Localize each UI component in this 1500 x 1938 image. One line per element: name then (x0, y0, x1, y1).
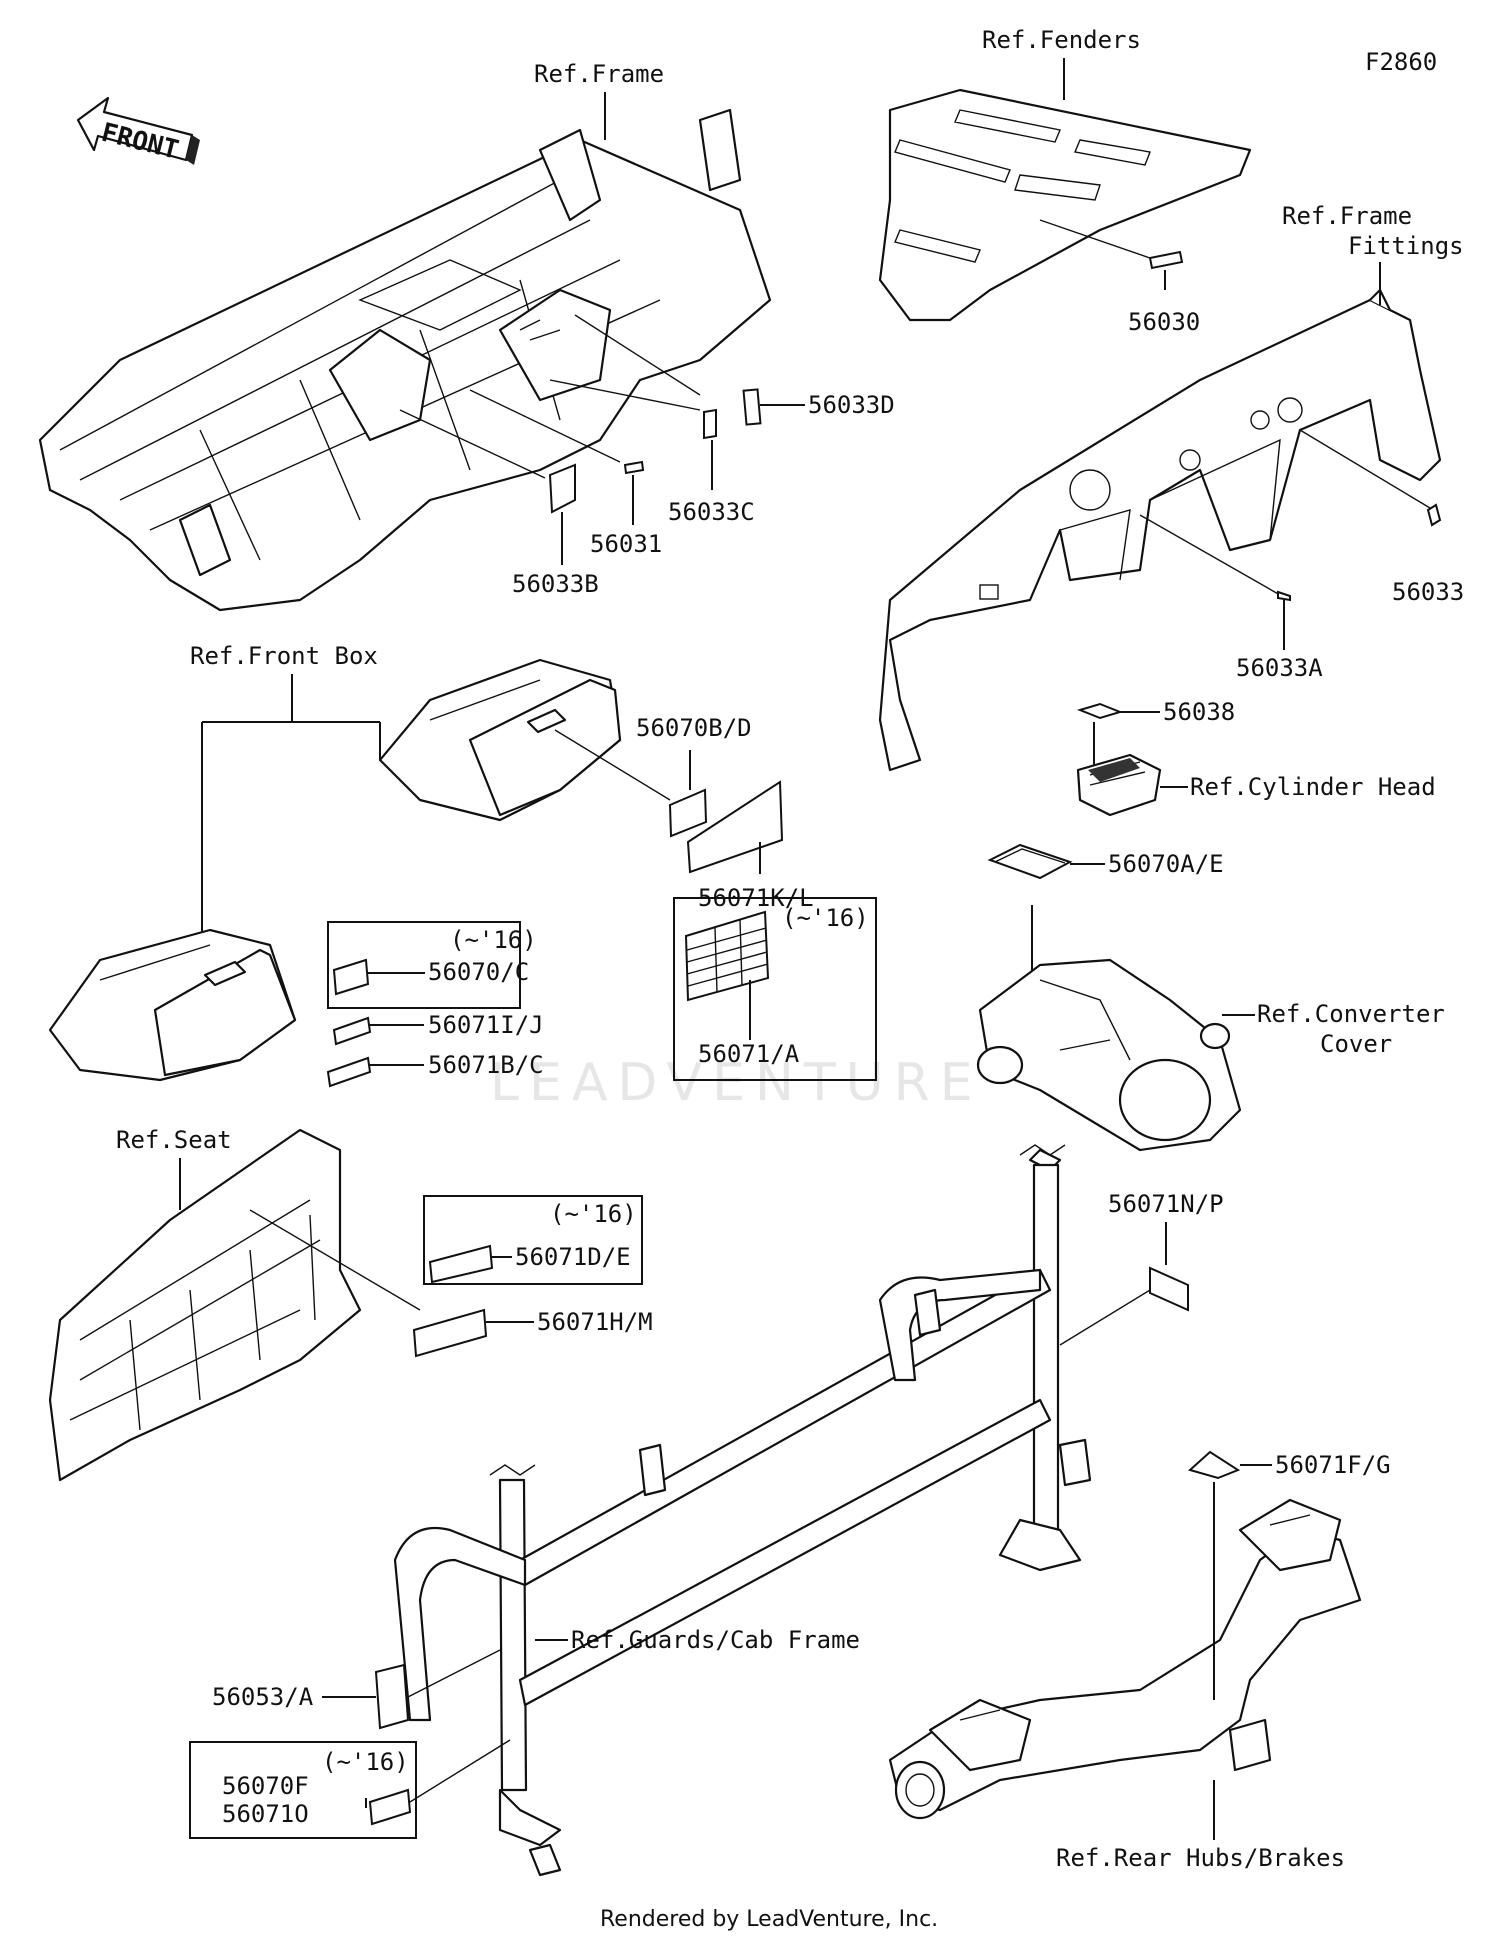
decal-56070A-E (987, 843, 1073, 880)
decal-56071H-M (412, 1308, 488, 1358)
converter-cover-illustration (976, 958, 1242, 1152)
diagram-id: F2860 (1365, 48, 1437, 76)
decal-56033C (703, 408, 717, 440)
part-56071D-E-label: 56071D/E (515, 1243, 631, 1271)
part-56030-label: 56030 (1128, 308, 1200, 336)
ref-seat-label: Ref.Seat (116, 1126, 232, 1154)
decal-56070-C (332, 958, 370, 996)
note-n4-label: (~'16) (322, 1748, 409, 1776)
note-n2-label: (~'16) (782, 904, 869, 932)
note-n1-label: (~'16) (450, 926, 537, 954)
fender-illustration (878, 88, 1252, 322)
decal-56071F-G (1187, 1450, 1241, 1480)
part-56070F-label: 56070F (222, 1772, 309, 1800)
decal-56071N-P (1149, 1266, 1189, 1312)
part-56071O-label: 56071O (222, 1800, 309, 1828)
ref-converter-cover-label-1: Ref.Converter (1257, 1000, 1445, 1028)
ref-front-box-label: Ref.Front Box (190, 642, 378, 670)
front-arrow-icon: FRONT (76, 96, 200, 166)
part-56071H-M-label: 56071H/M (537, 1308, 653, 1336)
note-box-56071A (673, 897, 877, 1081)
decal-56033A (1277, 590, 1291, 602)
seat-illustration (48, 1128, 362, 1482)
decal-56071D-E (428, 1244, 494, 1284)
cab-frame-illustration (393, 1144, 1092, 1877)
decal-56030 (1148, 250, 1184, 270)
frame-fittings-illustration (878, 288, 1442, 772)
note-box-56070F-56071O (189, 1741, 417, 1839)
decal-56071K-L (686, 780, 784, 874)
decal-56033 (1426, 503, 1442, 527)
part-56071B-C-label: 56071B/C (428, 1051, 544, 1079)
part-56033D-label: 56033D (808, 391, 895, 419)
decal-56071-A (684, 910, 770, 1002)
note-n3-label: (~'16) (550, 1200, 637, 1228)
part-56033B-label: 56033B (512, 570, 599, 598)
part-56031-label: 56031 (590, 530, 662, 558)
part-56070-C-label: 56070/C (428, 958, 529, 986)
decal-56070F-56071O (368, 1788, 412, 1826)
ref-rear-hubs-brakes-label: Ref.Rear Hubs/Brakes (1056, 1844, 1345, 1872)
decal-56033B (548, 463, 576, 514)
ref-converter-cover-label-2: Cover (1320, 1030, 1392, 1058)
ref-guards-cab-frame-label: Ref.Guards/Cab Frame (571, 1626, 860, 1654)
decal-56031 (623, 460, 645, 475)
decal-56033D (742, 388, 762, 426)
decal-56038 (1076, 702, 1124, 720)
part-56033C-label: 56033C (668, 498, 755, 526)
decal-56053-A (374, 1663, 410, 1730)
ref-frame-fittings-label-1: Ref.Frame (1282, 202, 1412, 230)
decal-56071I-J (332, 1016, 372, 1046)
part-56071N-P-label: 56071N/P (1108, 1190, 1224, 1218)
note-box-56070C (327, 921, 521, 1009)
footer-credit: Rendered by LeadVenture, Inc. (600, 1907, 938, 1932)
note-box-56071DE (423, 1195, 643, 1285)
rear-hubs-illustration (888, 1498, 1362, 1820)
decal-56071B-C (326, 1056, 372, 1088)
part-56071I-J-label: 56071I/J (428, 1011, 544, 1039)
ref-frame-fittings-label-2: Fittings (1348, 232, 1464, 260)
ref-fenders-label: Ref.Fenders (982, 26, 1141, 54)
part-56070A-E-label: 56070A/E (1108, 850, 1224, 878)
ref-frame-label: Ref.Frame (534, 60, 664, 88)
front-box-lower-illustration (48, 928, 297, 1082)
part-56053-A-label: 56053/A (212, 1683, 314, 1711)
front-box-upper-illustration (378, 658, 622, 822)
part-56071F-G-label: 56071F/G (1275, 1451, 1391, 1479)
decal-56070B-D (668, 788, 708, 838)
watermark: LEADVENTURE (490, 1053, 983, 1113)
part-56033-label: 56033 (1392, 578, 1464, 606)
part-56071-A-label: 56071/A (698, 1040, 800, 1068)
ref-cylinder-head-label: Ref.Cylinder Head (1190, 773, 1436, 801)
part-56033A-label: 56033A (1236, 654, 1323, 682)
cylinder-head-illustration (1076, 753, 1162, 817)
part-56038-label: 56038 (1163, 698, 1235, 726)
part-56070B-D-label: 56070B/D (636, 714, 752, 742)
frame-illustration (38, 108, 772, 612)
